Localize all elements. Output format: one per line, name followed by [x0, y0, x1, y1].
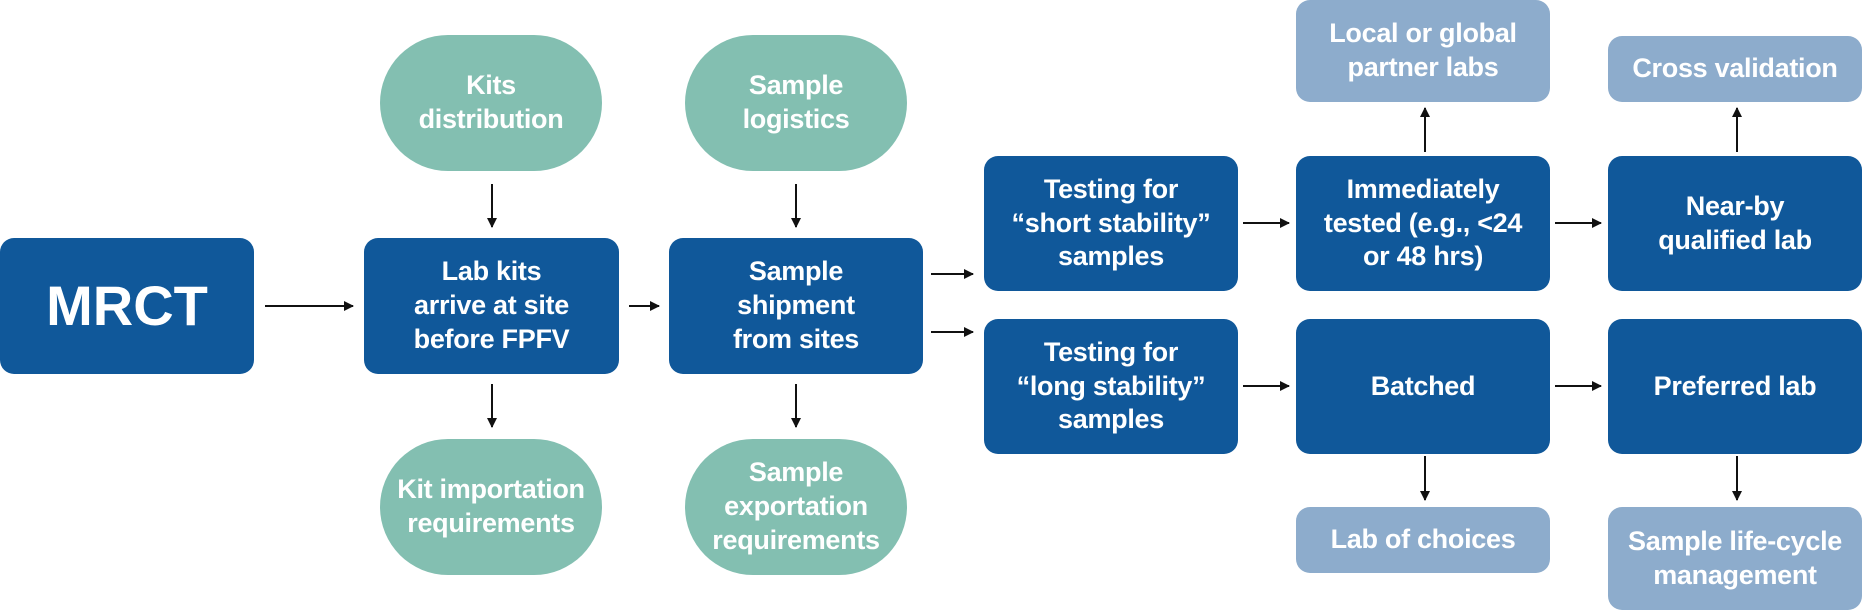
nearby-lab-box: Near-by qualified lab [1608, 156, 1862, 291]
immediately-tested-box: Immediately tested (e.g., <24 or 48 hrs) [1296, 156, 1550, 291]
mrct-box: MRCT [0, 238, 254, 374]
sample-exportation-pill: Sample exportation requirements [685, 439, 907, 575]
preferred-lab-box: Preferred lab [1608, 319, 1862, 454]
batched-box: Batched [1296, 319, 1550, 454]
kit-importation-pill: Kit importation requirements [380, 439, 602, 575]
cross-validation-box: Cross validation [1608, 36, 1862, 102]
sample-shipment-box: Sample shipment from sites [669, 238, 923, 374]
partner-labs-box: Local or global partner labs [1296, 0, 1550, 102]
life-cycle-box: Sample life-cycle management [1608, 507, 1862, 610]
sample-logistics-pill: Sample logistics [685, 35, 907, 171]
kits-distribution-pill: Kits distribution [380, 35, 602, 171]
lab-of-choices-box: Lab of choices [1296, 507, 1550, 573]
lab-kits-box: Lab kits arrive at site before FPFV [364, 238, 619, 374]
testing-short-box: Testing for “short stability” samples [984, 156, 1238, 291]
testing-long-box: Testing for “long stability” samples [984, 319, 1238, 454]
